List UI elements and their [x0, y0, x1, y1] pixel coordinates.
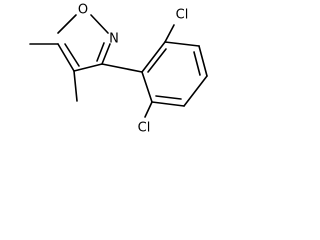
bond-top-chlorine	[164, 24, 175, 43]
bond-o-c5	[57, 14, 77, 34]
bond-aryl-3-4-inner	[193, 51, 201, 76]
bond-aryl-5-6-inner	[155, 95, 182, 100]
bond-c4-c5	[57, 43, 75, 72]
bond-aryl-4-5	[183, 75, 208, 107]
bond-aryl-3-4	[198, 45, 208, 77]
bond-aryl-1-2	[141, 41, 166, 73]
nitrogen-label: N	[109, 32, 119, 47]
bond-aryl-6-1	[141, 71, 153, 103]
bond-c3-c4	[73, 63, 103, 72]
bond-aryl-2-3	[164, 41, 200, 47]
bond-c4-c5-double	[64, 43, 80, 67]
oxygen-label: O	[78, 3, 88, 18]
bond-c4-methyl	[73, 70, 78, 102]
chemical-structure: O N Cl Cl	[29, 3, 208, 136]
bond-n-c3	[101, 43, 111, 65]
chlorine-bottom-label: Cl	[138, 121, 151, 136]
bond-bottom-chlorine	[144, 101, 153, 118]
chlorine-top-label: Cl	[176, 8, 189, 23]
bond-n-c3-double	[96, 42, 105, 62]
bond-aryl-1-2-inner	[147, 48, 167, 73]
bond-aryl-5-6	[151, 101, 185, 107]
bond-c3-aryl	[101, 63, 143, 73]
bond-o-n	[90, 14, 109, 34]
